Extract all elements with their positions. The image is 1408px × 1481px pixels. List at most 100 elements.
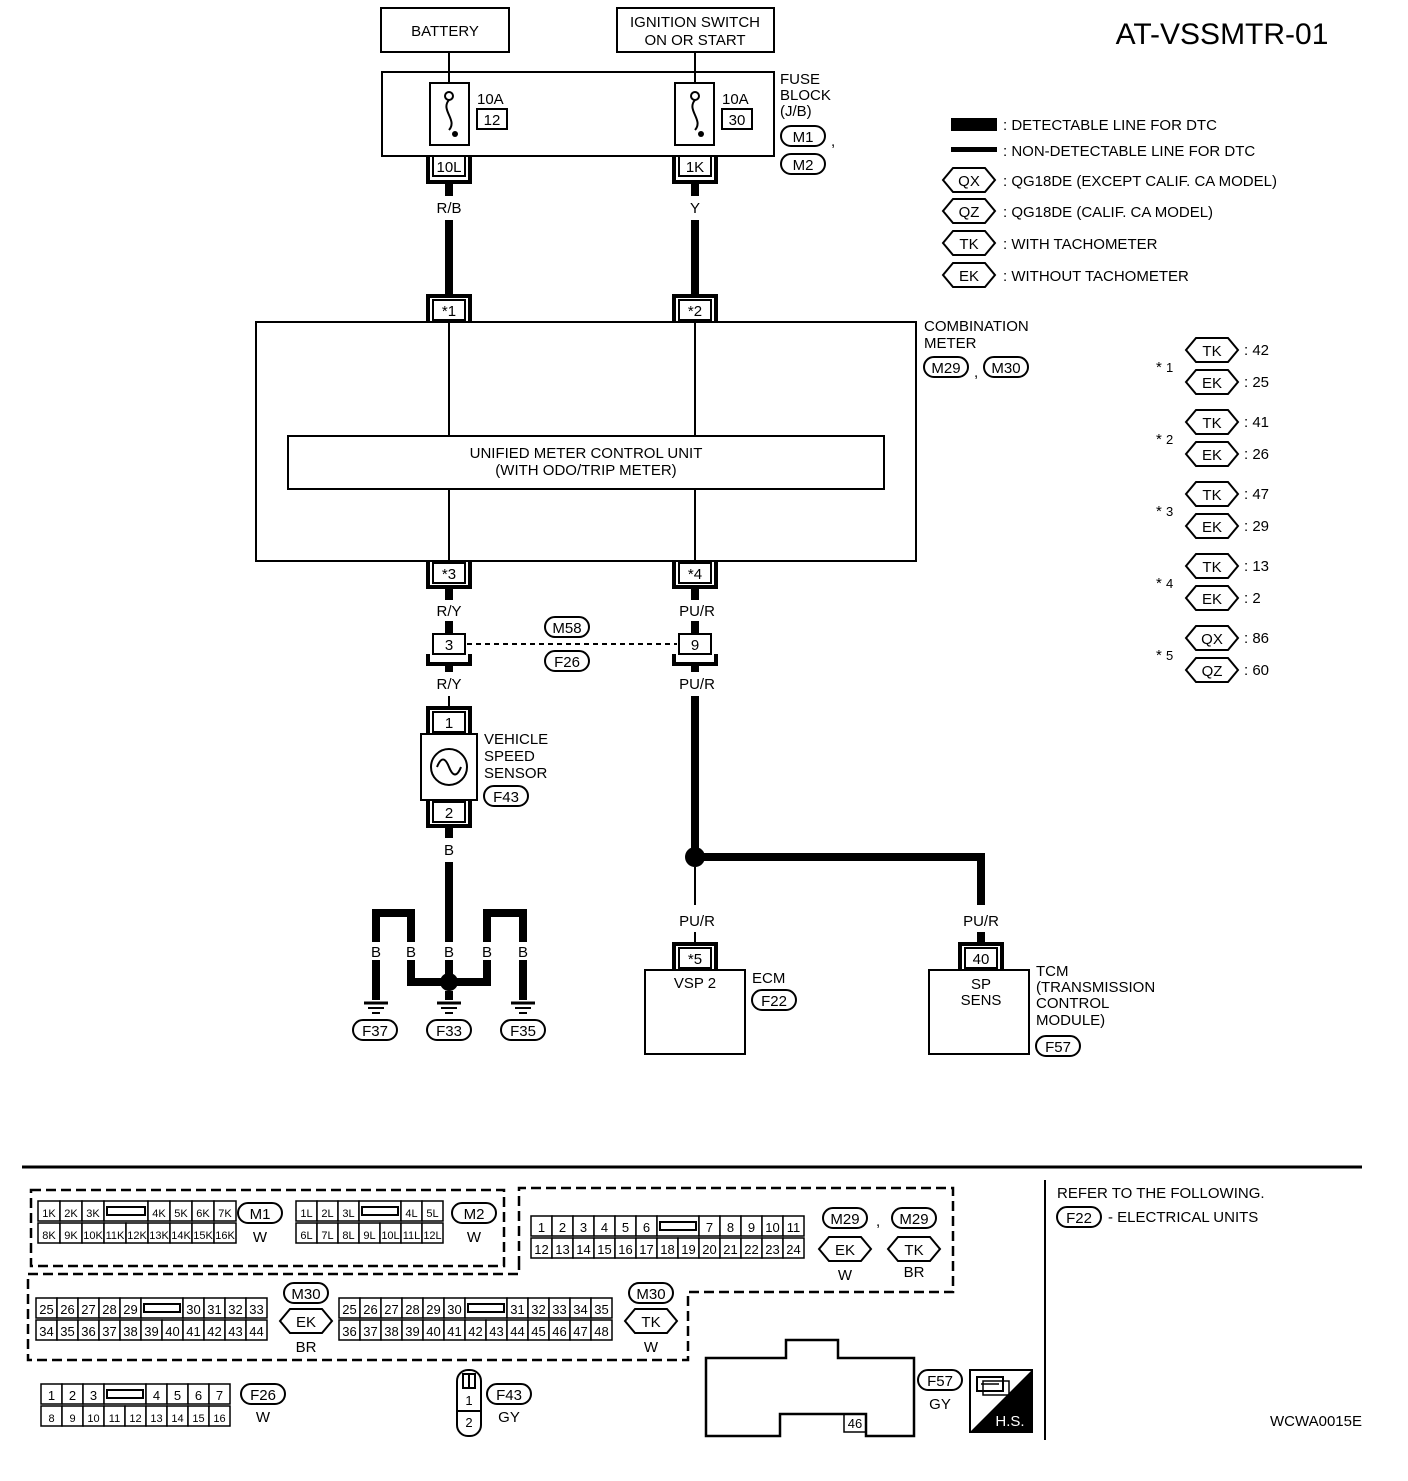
connector-pin-label: 6	[643, 1220, 650, 1235]
connector-pin-label: 35	[594, 1302, 608, 1317]
wire-y-label: Y	[690, 200, 700, 217]
connector-pin-label: 3	[90, 1388, 97, 1403]
connector-pin-label: 42	[468, 1324, 482, 1339]
connector-pin-label: 6K	[196, 1208, 210, 1220]
tcm-name-line4: MODULE)	[1036, 1012, 1105, 1029]
svg-text:TK: TK	[1202, 559, 1221, 576]
unified-meter-control-unit	[287, 435, 885, 490]
wire-pur-to-tcm	[695, 853, 985, 905]
vss-pin-2: 2	[445, 805, 453, 822]
connector-pin-label: 4L	[405, 1208, 417, 1220]
svg-text:: QG18DE (CALIF. CA MODEL): : QG18DE (CALIF. CA MODEL)	[1003, 204, 1213, 221]
connector-f26-label: F26	[250, 1387, 276, 1404]
svg-text:QZ: QZ	[1202, 663, 1223, 680]
ecm-connector-f22: F22	[761, 993, 787, 1010]
connector-pin-label: 26	[363, 1302, 377, 1317]
meter-connector-m30: M30	[991, 360, 1020, 377]
wire-ry-label-2: R/Y	[436, 676, 461, 693]
connector-f57-color: GY	[929, 1396, 951, 1413]
ground-connector-f35: F35	[510, 1023, 536, 1040]
legend-non-detectable: : NON-DETECTABLE LINE FOR DTC	[1003, 143, 1255, 160]
connector-pin-label: 1	[48, 1388, 55, 1403]
tcm-signal-label-line2: SENS	[961, 992, 1002, 1009]
vss-name-line2: SPEED	[484, 748, 535, 765]
svg-text:: WITHOUT TACHOMETER: : WITHOUT TACHOMETER	[1003, 268, 1189, 285]
fuse-block-label-line3: (J/B)	[780, 103, 812, 120]
connector-f57-face	[704, 1338, 916, 1438]
meter-name-line1: COMBINATION	[924, 318, 1029, 335]
connector-pin	[208, 1383, 231, 1405]
connector-pin-label: 38	[123, 1324, 137, 1339]
connector-pin	[245, 1319, 268, 1341]
footnote-3: *3 TK: 47 EK: 29	[1156, 481, 1269, 539]
connector-pin	[782, 1237, 805, 1259]
ground-wire-label-3: B	[444, 944, 454, 961]
connector-pin-label: 41	[186, 1324, 200, 1339]
refer-connector-f22: F22	[1066, 1210, 1092, 1227]
connector-pin-label: 5L	[426, 1208, 438, 1220]
connector-pin-label: 12	[534, 1242, 548, 1257]
connector-pin-label: 27	[81, 1302, 95, 1317]
fuse2-amp: 10A	[722, 91, 749, 108]
svg-text:: WITH TACHOMETER: : WITH TACHOMETER	[1003, 236, 1158, 253]
connector-m29-ek-color: W	[838, 1267, 853, 1284]
ignition-label-line2: ON OR START	[644, 32, 745, 49]
connector-pin-label: 16	[618, 1242, 632, 1257]
svg-text:TK: TK	[1202, 487, 1221, 504]
connector-pin-label: 36	[81, 1324, 95, 1339]
wire-rb-label: R/B	[436, 200, 461, 217]
connector-pin-label: 21	[723, 1242, 737, 1257]
fuse-block-connector-m2: M2	[793, 157, 814, 174]
svg-text:: 29: : 29	[1244, 518, 1269, 535]
connector-pin-label: 16K	[215, 1230, 235, 1242]
connector-pin-label: 12K	[127, 1230, 147, 1242]
connector-pin-label: 29	[123, 1302, 137, 1317]
svg-text:*: *	[1156, 359, 1162, 376]
connector-pin-label: 32	[531, 1302, 545, 1317]
connector-pin-label: 46	[848, 1416, 862, 1431]
harness-connector-m58: M58	[552, 620, 581, 637]
legend-detectable: : DETECTABLE LINE FOR DTC	[1003, 117, 1217, 134]
svg-text:: 25: : 25	[1244, 374, 1269, 391]
connector-pin-label: 11	[109, 1413, 120, 1425]
connector-key-icon	[467, 1303, 505, 1313]
tcm-wire-label: PU/R	[963, 913, 999, 930]
connector-pin-label: 24	[786, 1242, 800, 1257]
ground-wire-label-5: B	[518, 944, 528, 961]
connector-pin-label: 4	[601, 1220, 608, 1235]
fuse-block-label-line1: FUSE	[780, 71, 820, 88]
connector-f43-pin-1: 1	[465, 1393, 472, 1408]
connector-pin-label: 37	[363, 1324, 377, 1339]
vss-name-line3: SENSOR	[484, 765, 548, 782]
connector-m29-ek-label: M29	[830, 1211, 859, 1228]
connector-key-icon	[659, 1221, 697, 1231]
connector-pin-label: 15	[192, 1413, 204, 1425]
connector-pin-label: 3L	[342, 1208, 354, 1220]
connector-pin-label: 32	[228, 1302, 242, 1317]
connector-pin-label: 6	[195, 1388, 202, 1403]
meter-name-line2: METER	[924, 335, 977, 352]
ecm-box	[644, 969, 746, 1055]
meter-pin-2: *2	[688, 303, 702, 320]
ground-wire-label-2: B	[406, 944, 416, 961]
svg-text:EK: EK	[959, 268, 979, 285]
tcm-signal-label-line1: SP	[971, 976, 991, 993]
svg-text:: 42: : 42	[1244, 342, 1269, 359]
connector-pin-label: 10	[87, 1413, 99, 1425]
svg-text:: 2: : 2	[1244, 590, 1261, 607]
ignition-label-line1: IGNITION SWITCH	[630, 14, 760, 31]
connector-pin-label: 23	[765, 1242, 779, 1257]
connector-pin-label: 10	[765, 1220, 779, 1235]
connector-pin-label: 25	[342, 1302, 356, 1317]
connector-key-icon	[361, 1206, 399, 1216]
ground-wire-label-1: B	[371, 944, 381, 961]
connector-pin-label: 8L	[342, 1230, 354, 1242]
connector-pin-label: 3K	[86, 1208, 100, 1220]
connector-pin-label: 39	[144, 1324, 158, 1339]
